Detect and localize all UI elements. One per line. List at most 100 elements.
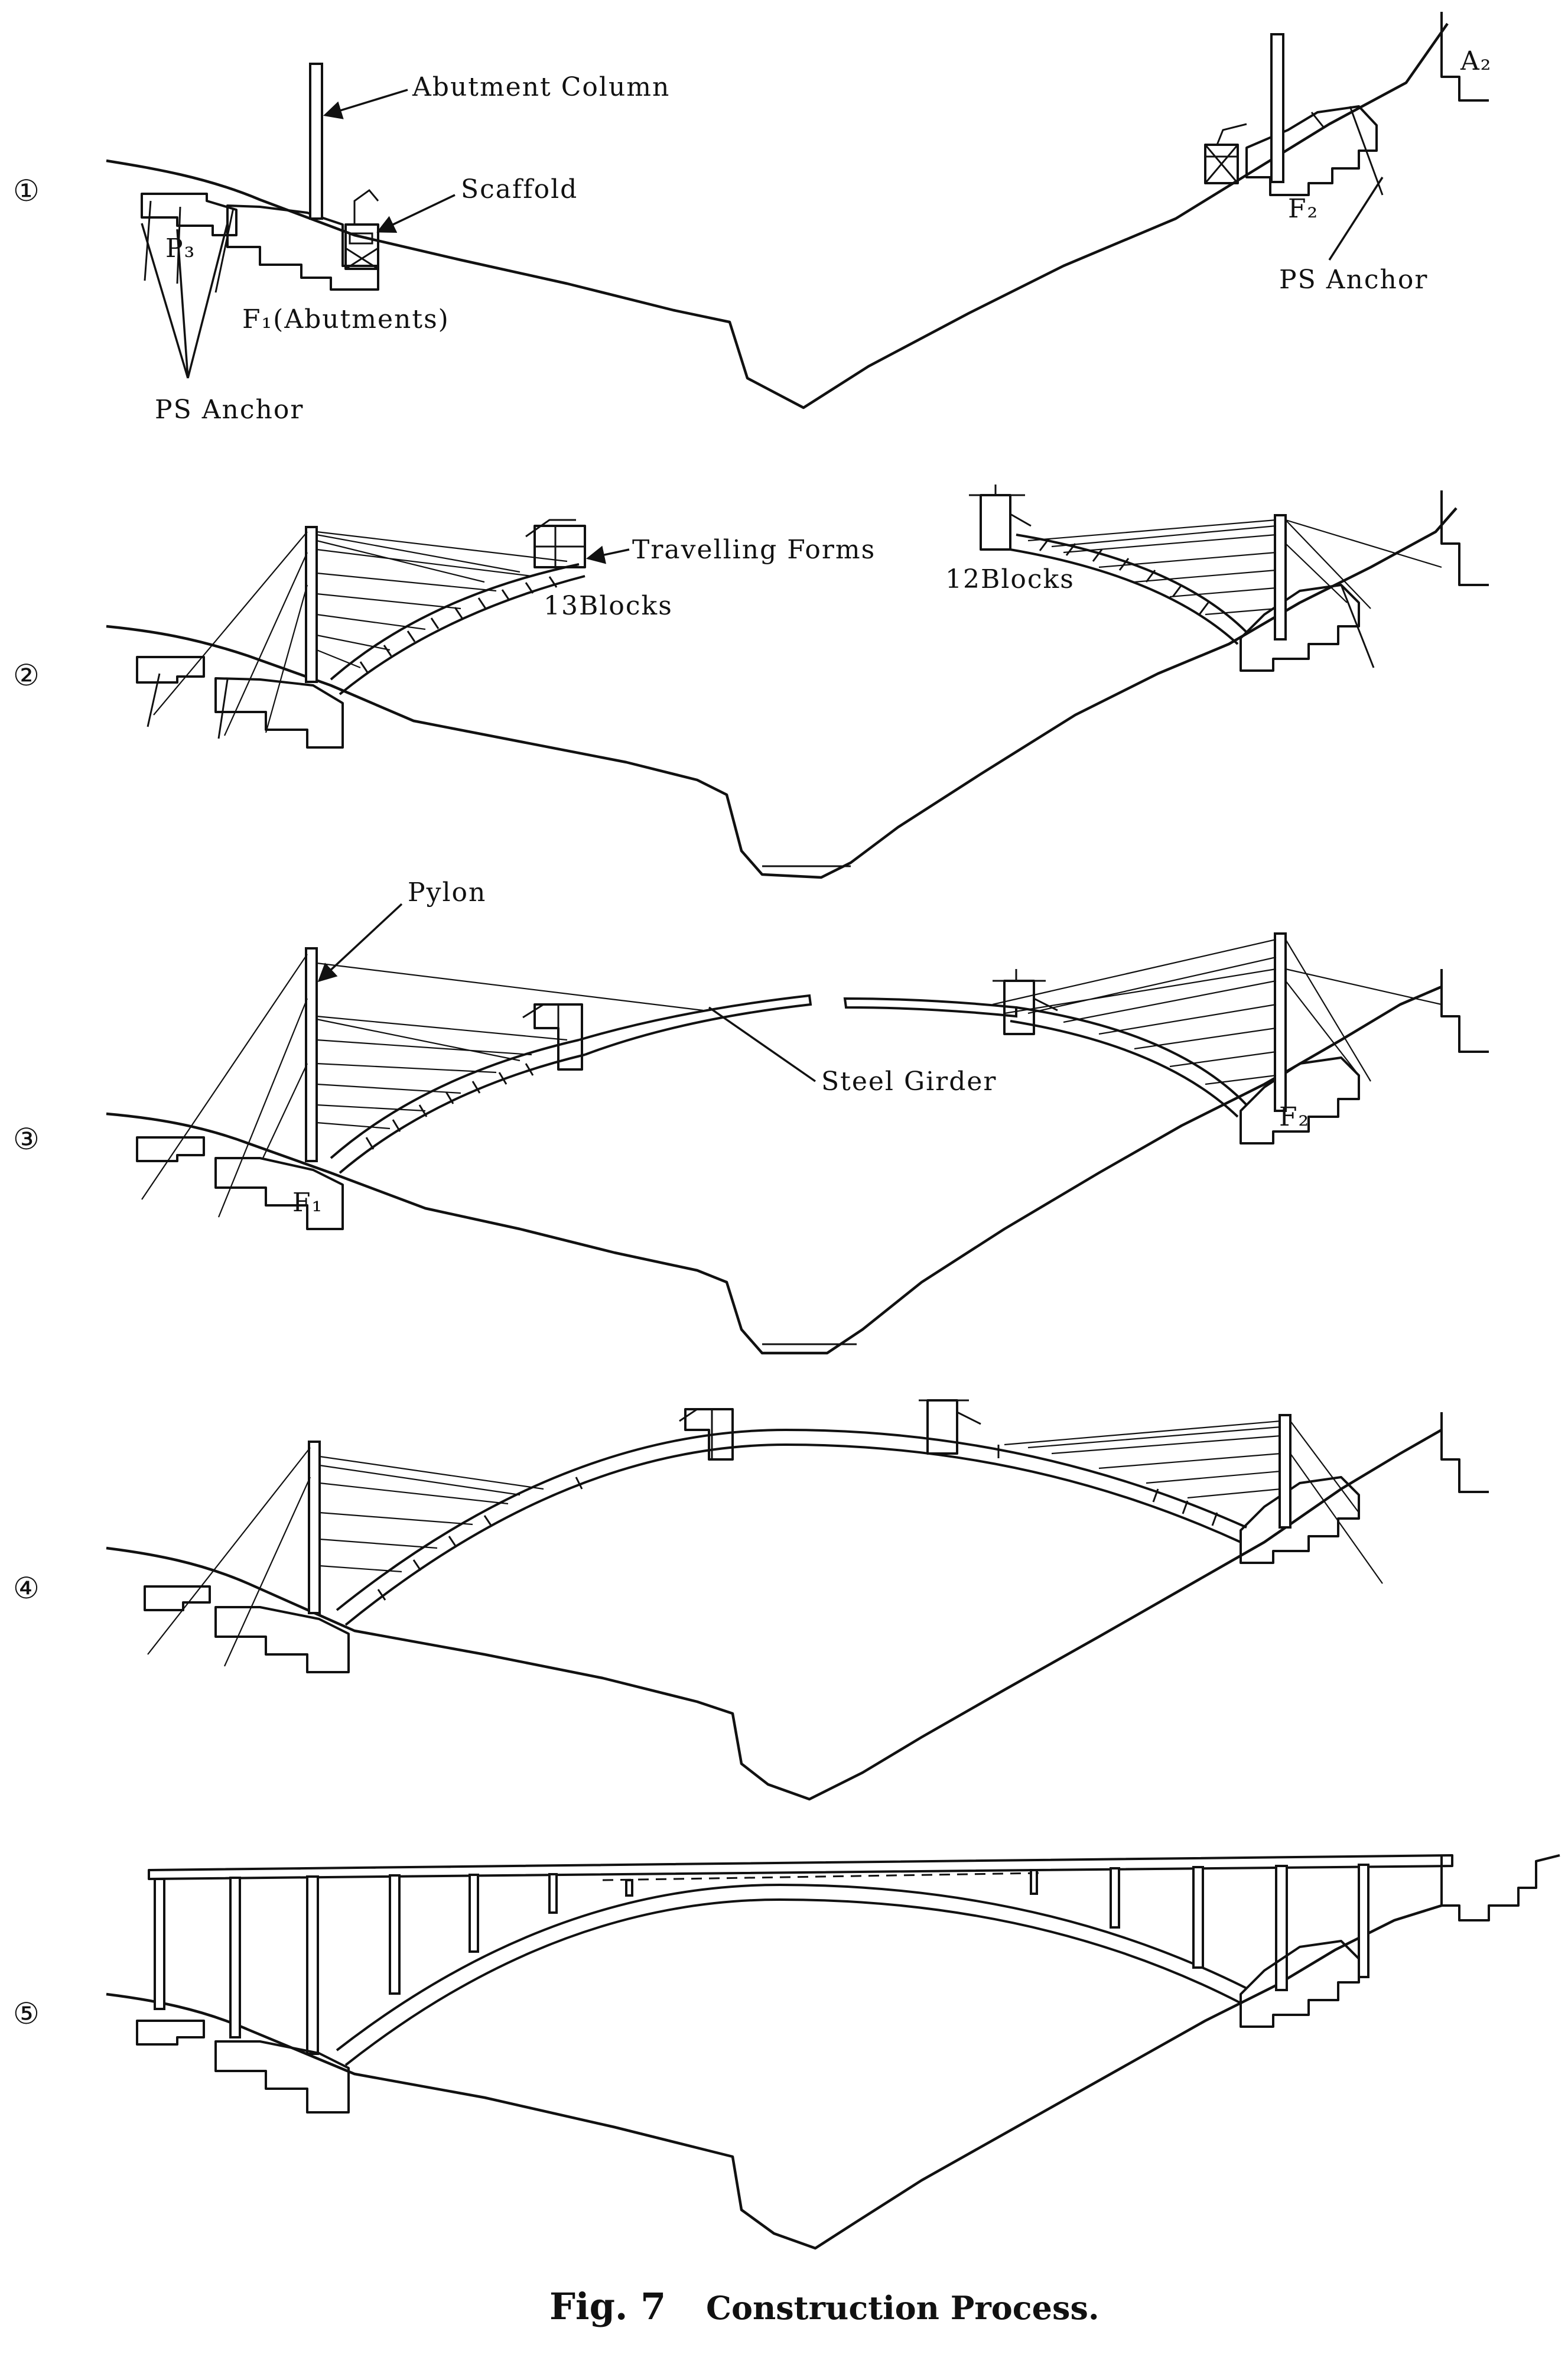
step-3-steel-girder-right [843,997,1017,1018]
step-2-left-arch-top [330,563,580,681]
step-1-right-abutment-column [1270,33,1284,183]
caption-text: Construction Process. [706,2289,1099,2327]
step-3-right-pylon [1274,932,1287,1112]
step-5-p3-block [136,2020,205,2046]
step-4-left-stay-cables [319,1455,544,1573]
step-1-a2-label: A₂ [1460,46,1492,76]
step-1-abutment-column [309,63,323,220]
step-1-a2-outline [1440,12,1489,102]
step-1-scaffold-leader [376,194,456,233]
step-3-left-back-stays [141,954,308,1218]
step-1-panel: ① Abu [13,12,1492,425]
step-1-f1-abutments-label: F₁(Abutments) [242,304,450,334]
step-3-pylon-leader [317,903,403,983]
step-4-right-back-stays [1290,1420,1383,1584]
step-2-blocks-right-label: 12Blocks [945,564,1075,594]
step-4-right-stay-cables [1004,1420,1281,1499]
step-5-number: ⑤ [13,1997,40,2031]
step-4-left-pylon [308,1441,321,1614]
step-3-left-arch-top [330,1039,580,1159]
step-2-left-pylon [305,526,318,683]
step-1-f2-label: F₂ [1288,194,1319,224]
step-2-travelling-forms-label: Travelling Forms [632,535,876,565]
step-2-right-stay-cables [1027,519,1277,616]
step-2-left-arch-block-ticks [359,576,558,673]
step-3-pylon-label: Pylon [408,877,486,908]
step-3-right-stay-cables [992,938,1277,1085]
step-2-left-ps-anchor-lines [147,673,229,739]
step-5-deck-dashed-section [602,1872,1040,1881]
step-2-blocks-left-label: 13Blocks [544,591,673,621]
step-4-arch-block-ticks [377,1445,1218,1601]
step-2-right-arch-block-ticks [1039,538,1209,615]
step-3-number: ③ [13,1122,40,1156]
step-5-panel: ⑤ [13,1854,1560,2250]
step-2-travelling-forms-leader [585,545,630,564]
step-3-left-footing [214,1157,344,1230]
step-4-panel: ④ [13,1399,1489,1801]
figure-caption: Fig. 7 Construction Process. [549,2285,1099,2328]
step-5-arch-top [336,1883,1247,2051]
step-1-ps-anchor-left-label: PS Anchor [155,395,304,425]
step-2-right-travelling-form [969,485,1032,551]
step-1-abutment-column-leader [323,89,408,119]
step-4-closing-form-left [679,1408,734,1461]
step-3-right-back-stays [1285,939,1442,1082]
step-1-abutment-column-label: Abutment Column [412,72,670,102]
step-5-right-abutment [1440,1854,1560,1921]
step-5-left-footing [214,2040,350,2114]
step-4-valley-ground [106,1429,1443,1801]
step-1-right-abutment-footing [1245,105,1378,196]
step-5-arch-bottom [344,1898,1241,2066]
step-2-right-pylon [1274,514,1287,640]
step-3-steel-girder-label: Steel Girder [821,1067,997,1097]
step-4-p3-block [144,1585,211,1611]
step-3-right-footing [1240,1056,1360,1145]
step-2-left-arch-bottom [339,575,585,695]
step-4-arch-top [336,1428,1247,1611]
step-1-scaffold [344,188,379,270]
step-3-steel-girder-left [578,994,812,1056]
step-3-right-arch-bottom [1010,1020,1239,1118]
step-1-right-scaffold [1204,123,1247,184]
step-2-a2-outline [1440,490,1489,586]
step-2-p3-block [136,656,205,684]
step-2-left-travelling-form [525,519,586,568]
step-1-ps-anchor-leader-left [141,223,229,379]
step-3-right-arch-top [1016,1006,1248,1106]
step-2-left-footing [214,677,344,749]
step-1-number: ① [13,174,40,208]
step-2-right-footing [1240,584,1360,672]
caption-fig-label: Fig. 7 [549,2285,666,2328]
step-2-panel: ② [13,485,1489,879]
step-3-right-travelling-form [993,969,1058,1035]
step-4-right-pylon [1279,1414,1292,1529]
step-3-f2-label: F₂ [1279,1102,1310,1132]
step-1-scaffold-label: Scaffold [461,174,578,204]
step-1-ps-anchor-lines-right [1310,106,1384,196]
step-1-ps-anchor-right-label: PS Anchor [1279,265,1428,295]
step-2-number: ② [13,658,40,692]
step-5-spandrel-columns [154,1864,1369,2055]
step-1-p3-label: P₃ [165,233,196,264]
step-3-panel: ③ Pylon Steel Girder F₁ [13,877,1489,1355]
step-3-f1-label: F₁ [292,1188,323,1218]
step-4-arch-bottom [344,1443,1241,1626]
step-5-valley-ground [106,1904,1442,2250]
step-5-deck [148,1854,1453,1880]
step-3-left-stay-cables [316,962,704,1130]
step-3-a2-outline [1440,969,1489,1053]
step-1-valley-ground [106,22,1449,409]
step-2-right-ps-anchor-lines [1340,584,1375,668]
step-2-left-stay-cables [316,531,568,669]
step-3-left-travelling-form [522,1003,583,1071]
step-4-left-footing [214,1606,350,1673]
step-3-left-pylon [305,947,318,1162]
step-4-left-back-stays [147,1447,311,1667]
step-2-right-arch-bottom [1010,548,1239,645]
step-3-left-arch-bottom [339,1054,585,1174]
step-3-steel-girder-leader [708,1006,816,1082]
step-4-right-footing [1240,1476,1360,1564]
step-1-ps-anchor-leader-right [1328,177,1384,261]
